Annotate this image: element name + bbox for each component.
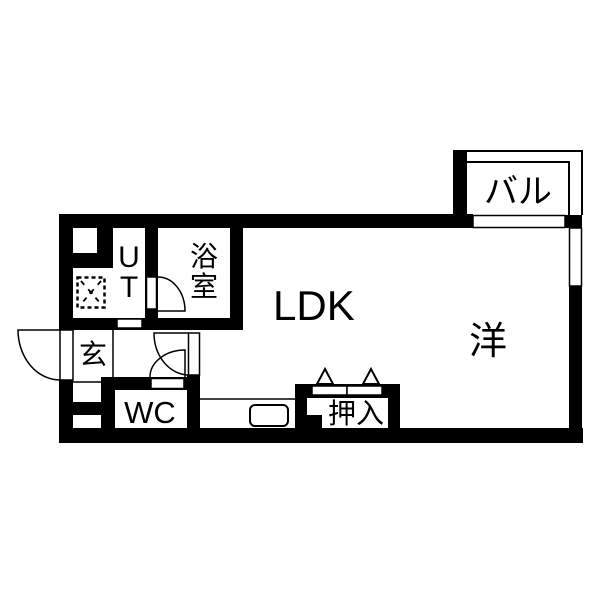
entrance: 玄 [73,330,114,415]
entrance-label: 玄 [79,339,107,370]
closet-interior [307,398,388,428]
bath-door-swing-icon [157,276,186,312]
toilet-label: WC [124,395,176,430]
exterior-walls [59,214,583,443]
left-wall-lower [59,380,73,443]
right-wall [569,286,582,443]
kitchen [200,398,295,427]
balcony-side-wall [453,150,467,228]
closet-sliding-door-right [346,385,383,396]
balcony-window [472,214,566,229]
ldk-label: LDK [273,282,355,329]
wc-left-wall [101,377,115,428]
ldk-door-frame [187,332,201,376]
washing-machine-pan-icon [76,276,106,309]
wet-area-bottom-wall [59,318,243,330]
bath-ldk-wall [230,214,243,330]
balcony-inner-rail [467,161,570,215]
utility-label-line-2: T [120,271,138,304]
sink-icon [249,404,289,427]
toilet: WC [124,395,176,430]
shoe-cabinet-divider [73,402,101,415]
left-wall-upper [59,214,73,330]
top-wall [59,214,473,228]
balcony-outer-rail [467,150,583,215]
wc-door-opening [150,377,185,390]
side-window [568,227,583,287]
wc-door-swing-icon [149,349,186,378]
closet-label: 押入 [328,398,384,429]
utility-door-opening [116,318,143,329]
entrance-door-frame [59,329,74,381]
interior-walls [59,214,243,428]
entrance-door-swing-icon [17,329,61,381]
balcony: バル [453,150,583,228]
bathroom-label-line-2: 室 [190,271,218,302]
wc-right-wall [187,375,200,428]
closet-sliding-door-left [311,385,348,396]
utility-label-line-1: U [118,241,140,274]
corner-wall [565,215,582,228]
utility-room: U T [76,241,140,309]
western-room-label: 洋 [469,321,507,363]
openings [59,276,201,390]
sliding-door-icon [361,366,381,385]
doors [17,276,190,381]
bathroom-label-line-1: 浴 [190,241,218,272]
closet: 押入 [295,366,400,429]
bath-door-frame [145,276,158,310]
sliding-door-icon [315,366,335,385]
pipe-shaft [73,228,97,253]
balcony-label: バル [484,173,552,211]
ldk-door-swing-icon [153,332,190,376]
bathroom: 浴 室 [190,241,218,302]
bottom-wall [59,428,583,443]
